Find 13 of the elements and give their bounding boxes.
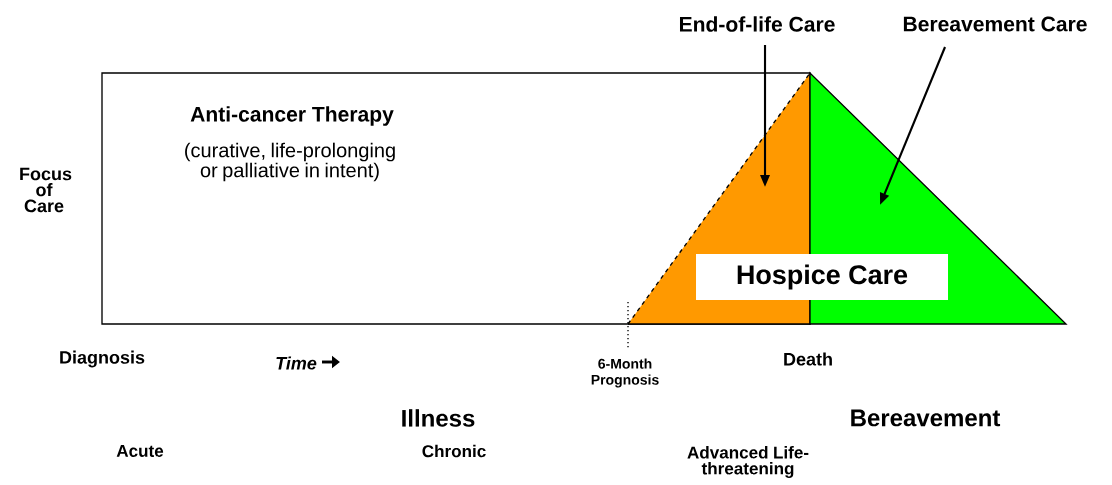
stage-label: Diagnosis — [60, 350, 145, 368]
stage-label: Death — [784, 352, 832, 366]
stage-label: 6-Month Prognosis — [591, 358, 659, 388]
callout-label: End-of-life Care — [680, 16, 835, 32]
callout-label: Bereavement Care — [903, 16, 1087, 32]
stage-label: Focus of Care — [20, 167, 72, 213]
stage-label: Chronic — [422, 444, 486, 458]
stage-label: Illness — [402, 409, 475, 427]
stage-label: Advanced Life-threatening — [687, 446, 809, 478]
hospice-box: Hospice Care — [696, 254, 948, 300]
stage-label: Acute — [116, 445, 164, 457]
stage-label: Bereavement — [851, 409, 1001, 427]
axis-label: Time — [276, 356, 317, 370]
